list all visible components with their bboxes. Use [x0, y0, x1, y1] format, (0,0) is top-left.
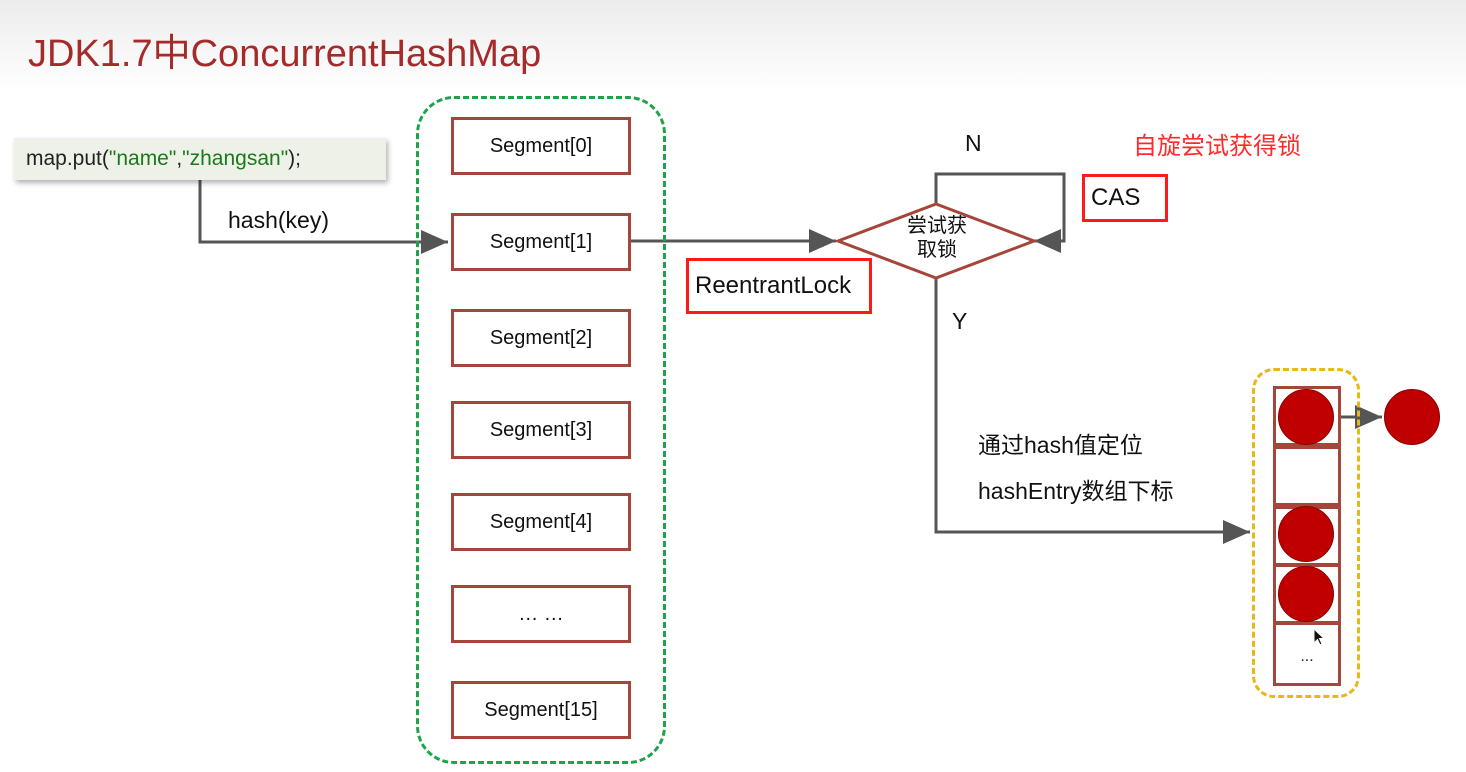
segment-3: Segment[3] — [451, 401, 631, 459]
hash-entry-node — [1278, 566, 1334, 622]
hash-label: hash(key) — [228, 207, 329, 233]
decision-line-2: 取锁 — [917, 239, 957, 261]
mouse-cursor-icon — [1313, 628, 1326, 646]
no-label: N — [965, 130, 982, 156]
page-title: JDK1.7中ConcurrentHashMap — [28, 33, 542, 75]
segment-2: Segment[2] — [451, 309, 631, 367]
locate-line-1: 通过hash值定位 — [978, 432, 1143, 458]
spin-lock-note: 自旋尝试获得锁 — [1133, 133, 1301, 160]
cas-label: CAS — [1082, 174, 1168, 222]
decision-line-1: 尝试获 — [907, 215, 967, 237]
segment-0: Segment[0] — [451, 117, 631, 175]
yes-label: Y — [952, 308, 968, 334]
decision-diamond — [833, 202, 1039, 280]
hash-entry-cell — [1273, 446, 1341, 506]
segment-ellipsis: … … — [451, 585, 631, 643]
segment-15: Segment[15] — [451, 681, 631, 739]
segment-1: Segment[1] — [451, 213, 631, 271]
locate-arrow — [934, 278, 1250, 544]
hash-entry-node — [1278, 389, 1334, 445]
hash-entry-ellipsis: ... — [1300, 648, 1314, 665]
hash-entry-next-node — [1384, 389, 1440, 445]
hash-entry-array-container — [1252, 368, 1360, 698]
locate-line-2: hashEntry数组下标 — [978, 478, 1174, 504]
retry-loop-arrow — [934, 172, 1066, 253]
hash-entry-node — [1278, 506, 1334, 562]
decision-label: 尝试获 取锁 — [890, 214, 984, 262]
reentrant-lock-label: ReentrantLock — [686, 258, 872, 314]
title-band — [0, 0, 1466, 92]
segment-array-container — [416, 96, 666, 764]
hash-arrow — [198, 180, 448, 254]
hash-entry-cell — [1273, 622, 1341, 686]
code-snippet: map.put("name","zhangsan"); — [14, 138, 386, 180]
segment-4: Segment[4] — [451, 493, 631, 551]
